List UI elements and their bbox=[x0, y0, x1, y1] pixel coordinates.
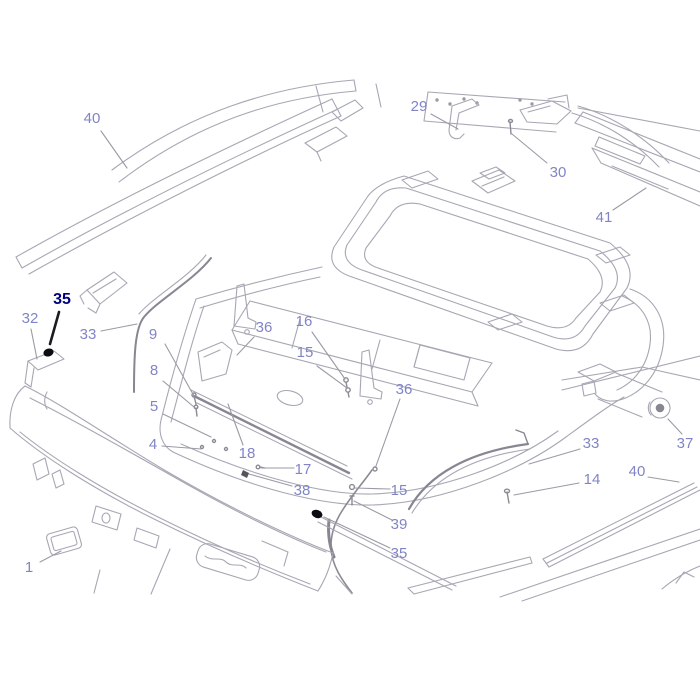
leader-line-14 bbox=[513, 482, 580, 496]
frame-tray bbox=[231, 300, 493, 407]
part-label-38[interactable]: 38 bbox=[294, 482, 311, 499]
part-label-40b[interactable]: 40 bbox=[629, 463, 646, 480]
leader-line-36a bbox=[236, 336, 255, 356]
part-label-30[interactable]: 30 bbox=[550, 164, 567, 181]
rail-41-top-right bbox=[574, 107, 700, 207]
leader-line-37 bbox=[667, 418, 683, 435]
indicator-dot-2 bbox=[311, 509, 323, 519]
leader-line-18 bbox=[227, 403, 244, 446]
seal-strips bbox=[133, 254, 531, 514]
part-label-17[interactable]: 17 bbox=[295, 461, 312, 478]
part-label-33a[interactable]: 33 bbox=[80, 326, 97, 343]
rail-40-top-left bbox=[15, 79, 382, 314]
part-label-5[interactable]: 5 bbox=[150, 398, 158, 415]
bracket-32 bbox=[24, 350, 65, 388]
part-label-14[interactable]: 14 bbox=[584, 471, 601, 488]
leader-line-1 bbox=[39, 550, 62, 563]
part-label-33b[interactable]: 33 bbox=[583, 435, 600, 452]
part-label-1[interactable]: 1 bbox=[25, 559, 33, 576]
leader-line-33a bbox=[100, 323, 138, 332]
screw-30 bbox=[507, 118, 514, 135]
part-label-40a[interactable]: 40 bbox=[84, 110, 101, 127]
diagram-line-art bbox=[9, 79, 700, 602]
leader-line-16 bbox=[311, 331, 346, 380]
leader-line-29 bbox=[430, 113, 459, 130]
part-label-8[interactable]: 8 bbox=[150, 362, 158, 379]
part-label-16[interactable]: 16 bbox=[296, 313, 313, 330]
leader-line-32 bbox=[30, 328, 38, 360]
callout-layer: 40 29 30 41 35 32 33 9 8 5 4 36 16 15 18 17 38 36 15 39 35 33… bbox=[22, 98, 694, 576]
bottom-trim-strips bbox=[317, 482, 700, 602]
grommet-37 bbox=[647, 397, 671, 419]
front-roof-panel bbox=[9, 385, 353, 595]
leader-line-36b bbox=[375, 398, 401, 467]
part-label-15a[interactable]: 15 bbox=[297, 344, 314, 361]
part-label-36b[interactable]: 36 bbox=[396, 381, 413, 398]
leader-line-35a bbox=[48, 310, 61, 346]
part-1-pad bbox=[45, 526, 83, 556]
part-label-18[interactable]: 18 bbox=[239, 445, 256, 462]
rear-mechanism bbox=[561, 355, 700, 419]
leader-line-33b bbox=[528, 448, 581, 465]
part-label-9[interactable]: 9 bbox=[149, 326, 157, 343]
leader-line-41 bbox=[612, 187, 647, 211]
small-fasteners bbox=[191, 377, 511, 506]
part-label-41[interactable]: 41 bbox=[596, 209, 613, 226]
leader-line-8 bbox=[162, 380, 195, 408]
part-label-15b[interactable]: 15 bbox=[391, 482, 408, 499]
leader-line-4 bbox=[161, 445, 202, 450]
leader-line-39 bbox=[353, 500, 393, 521]
part-label-37[interactable]: 37 bbox=[677, 435, 694, 452]
leader-line-15a bbox=[316, 365, 348, 389]
leader-line-5 bbox=[162, 413, 212, 438]
part-label-35b[interactable]: 35 bbox=[391, 545, 408, 562]
indicator-dot-1 bbox=[43, 348, 54, 357]
part-label-29[interactable]: 29 bbox=[411, 98, 428, 115]
leader-line-15b bbox=[354, 487, 391, 490]
leader-line-35b bbox=[323, 516, 391, 549]
bracket-29 bbox=[448, 98, 480, 140]
leader-line-40a bbox=[100, 130, 128, 169]
leader-line-40b bbox=[647, 476, 680, 483]
frame-brackets bbox=[197, 283, 383, 400]
part-label-39[interactable]: 39 bbox=[391, 516, 408, 533]
leader-line-30 bbox=[511, 133, 548, 164]
leader-line-38 bbox=[248, 473, 293, 487]
part-label-36a[interactable]: 36 bbox=[256, 319, 273, 336]
glass-panel bbox=[331, 166, 635, 352]
leader-line-9 bbox=[164, 343, 195, 397]
part-label-35a[interactable]: 35 bbox=[53, 291, 71, 308]
part-label-32[interactable]: 32 bbox=[22, 310, 39, 327]
sunroof-frame bbox=[159, 266, 665, 506]
part-label-4[interactable]: 4 bbox=[149, 436, 157, 453]
